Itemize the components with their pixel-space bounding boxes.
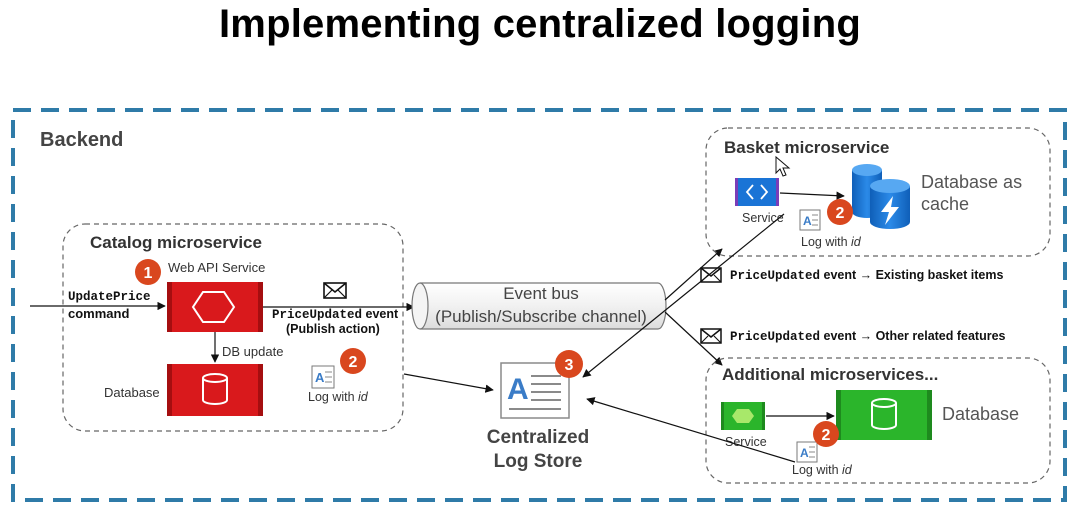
event-bus-title: Event bus xyxy=(503,284,579,303)
basket-group xyxy=(705,127,1051,257)
db-update-label: DB update xyxy=(222,344,283,359)
step-badge-3: 3 xyxy=(555,350,583,378)
svg-text:A: A xyxy=(800,446,809,460)
svg-text:A: A xyxy=(507,373,529,406)
backend-frame xyxy=(11,108,1067,502)
svg-text:2: 2 xyxy=(836,205,845,222)
page-title: Implementing centralized logging xyxy=(218,2,861,46)
additional-log-arrow xyxy=(586,397,796,463)
basket-service-icon xyxy=(735,178,779,206)
cache-database-icon xyxy=(852,164,910,229)
svg-text:2: 2 xyxy=(349,354,358,371)
command-suffix: command xyxy=(68,306,129,321)
envelope-icon xyxy=(700,267,722,283)
additional-service-label: Service xyxy=(725,435,767,449)
web-api-label: Web API Service xyxy=(168,260,265,275)
step-badge-2-basket: 2 xyxy=(827,199,853,225)
envelope-icon xyxy=(700,328,722,344)
envelope-icon xyxy=(323,282,347,299)
step-badge-1: 1 xyxy=(135,259,161,285)
mouse-cursor-icon xyxy=(775,155,791,177)
svg-text:A: A xyxy=(803,214,812,228)
additional-service-icon xyxy=(721,402,765,430)
basket-log-arrow xyxy=(582,213,785,378)
bus-to-basket-arrow xyxy=(664,248,723,301)
catalog-log-icon: A xyxy=(311,365,335,389)
event-bus xyxy=(411,282,667,330)
svg-text:A: A xyxy=(315,370,325,385)
svg-text:3: 3 xyxy=(565,357,574,374)
svg-text:1: 1 xyxy=(144,265,153,282)
catalog-database-icon xyxy=(167,364,263,416)
basket-label: Basket microservice xyxy=(724,138,889,157)
additional-log-icon: A xyxy=(796,441,818,463)
catalog-group xyxy=(62,223,404,432)
catalog-database-label: Database xyxy=(104,385,160,400)
catalog-label: Catalog microservice xyxy=(90,233,262,252)
subscription-other-label: PriceUpdated event → Other related featu… xyxy=(730,329,1006,344)
command-name: UpdatePrice xyxy=(68,290,151,304)
additional-database-icon xyxy=(836,390,932,440)
catalog-log-label: Log with id xyxy=(308,390,369,404)
event-bus-subtitle: (Publish/Subscribe channel) xyxy=(435,307,647,326)
cache-database-subtitle: cache xyxy=(921,194,969,214)
publish-action-label: (Publish action) xyxy=(286,322,380,336)
log-store-subtitle: Log Store xyxy=(494,451,583,472)
svg-text:2: 2 xyxy=(822,427,831,444)
step-badge-2-catalog: 2 xyxy=(340,348,366,374)
cache-database-title: Database as xyxy=(921,172,1022,192)
additional-database-label: Database xyxy=(942,404,1019,424)
web-api-service-icon xyxy=(167,282,263,332)
log-store-title: Centralized xyxy=(487,427,589,448)
subscription-basket-label: PriceUpdated event → Existing basket ite… xyxy=(730,268,1003,283)
backend-label: Backend xyxy=(40,129,123,151)
basket-service-label: Service xyxy=(742,211,784,225)
bus-to-additional-arrow xyxy=(664,311,723,366)
catalog-log-arrow xyxy=(403,373,494,393)
basket-service-to-db-arrow xyxy=(779,191,845,200)
basket-log-label: Log with id xyxy=(801,235,862,249)
step-badge-2-additional: 2 xyxy=(813,421,839,447)
additional-log-label: Log with id xyxy=(792,463,853,477)
additional-label: Additional microservices... xyxy=(722,365,938,384)
basket-log-icon: A xyxy=(799,209,821,231)
publish-event-label: PriceUpdated event xyxy=(272,307,399,322)
